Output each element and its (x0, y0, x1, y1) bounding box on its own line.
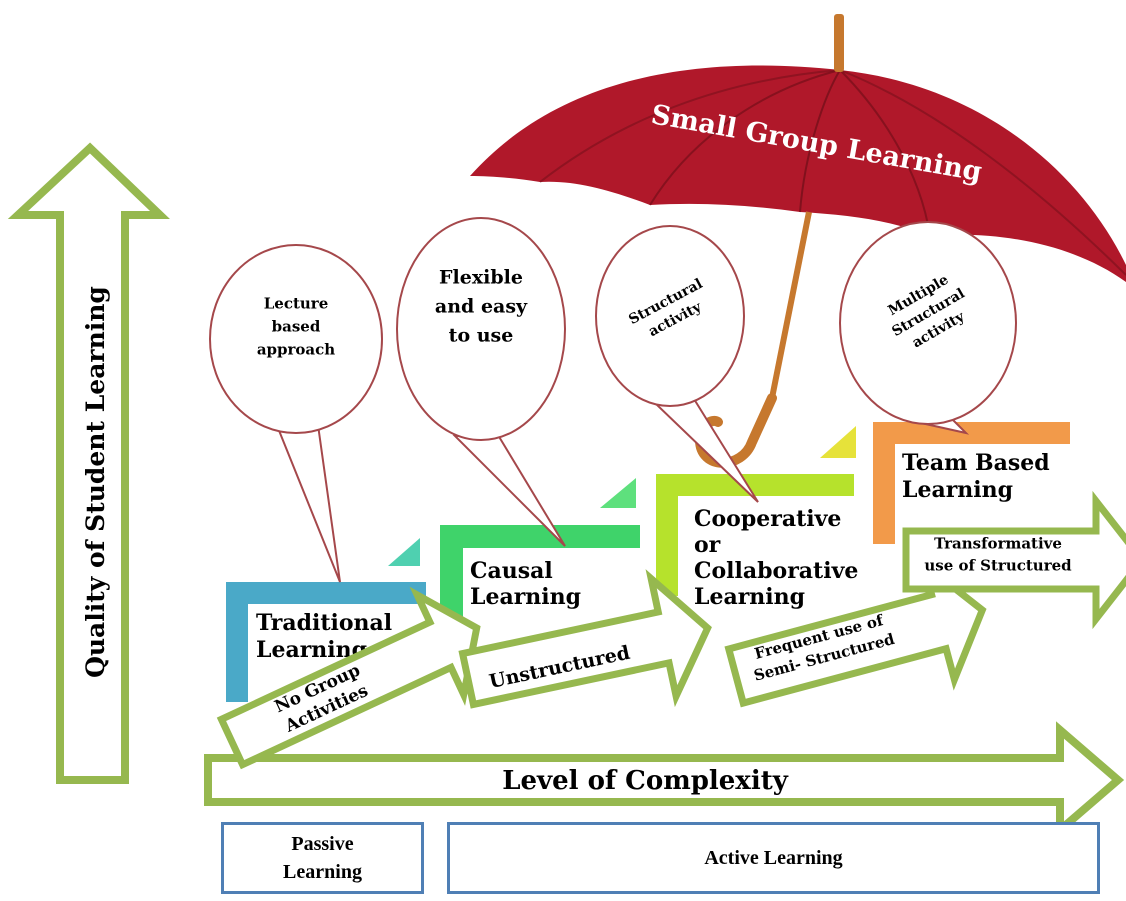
umbrella-rib (839, 69, 931, 237)
passive-learning-line-1: Passive (291, 833, 354, 855)
speech-bubble-body-2 (396, 217, 566, 441)
umbrella-rib (839, 69, 1126, 276)
step-arrow-label-4-line: use of Structured (924, 556, 1072, 574)
umbrella-rib (799, 69, 841, 213)
step-label-3-line: or (694, 532, 721, 558)
step-triangle-2 (600, 478, 636, 508)
passive-learning-box: Passive Learning (221, 822, 424, 894)
speech-bubble-label-2-line: and easy (435, 296, 528, 318)
umbrella-shaft (769, 211, 812, 399)
speech-bubble-label-1-line: approach (257, 340, 335, 358)
quality-axis-arrow (7, 142, 170, 784)
step-arrow-2: Unstructured (458, 569, 712, 709)
step-bracket-4 (873, 422, 1070, 544)
step-arrow-shape-2 (458, 569, 712, 709)
speech-bubble-body-4 (839, 221, 1017, 425)
step-label-4-line: Learning (902, 477, 1013, 503)
speech-bubble-body-3 (595, 225, 745, 407)
umbrella-rib (539, 69, 841, 183)
speech-bubbles: Lecture based approach Flexible and easy to u… (209, 217, 1017, 583)
step-label-3-line: Collaborative (694, 558, 858, 584)
complexity-axis-label: Level of Complexity (502, 766, 789, 796)
step-label-2-line: Causal (470, 558, 553, 584)
speech-bubble-label-2-line: Flexible (439, 267, 523, 289)
speech-bubble-tail-1 (276, 423, 341, 583)
speech-bubble-label-1-line: based (272, 317, 321, 335)
speech-bubble-label-2: Flexible and easy to use (435, 267, 528, 347)
umbrella-tip (834, 14, 844, 72)
umbrella-canopy (470, 65, 1126, 282)
step-label-4-line: Team Based (902, 450, 1050, 476)
step-triangle-3 (820, 426, 856, 458)
active-learning-label: Active Learning (704, 846, 843, 869)
quality-axis-label: Quality of Student Learning (81, 286, 110, 678)
step-arrow-4: Transformative use of Structured (902, 490, 1126, 630)
speech-bubble-3: Structuralactivity (595, 225, 759, 503)
speech-bubble-label-1-line: Lecture (264, 294, 329, 312)
step-arrow-label-4: Transformative use of Structured (924, 534, 1072, 574)
step-triangle-1 (388, 538, 420, 566)
active-learning-box: Active Learning (447, 822, 1100, 894)
speech-bubble-label-1: Lecture based approach (257, 294, 335, 358)
speech-bubble-label-2-line: to use (449, 325, 514, 347)
step-label-1-line: Traditional (256, 610, 392, 636)
complexity-axis-arrow (204, 721, 1125, 839)
step-bracket-3 (656, 474, 854, 596)
step-label-3-line: Learning (694, 584, 805, 610)
step-arrow-shape-4 (902, 490, 1126, 630)
umbrella: Small Group Learning (470, 14, 1126, 468)
passive-learning-line-2: Learning (283, 861, 362, 883)
speech-bubble-1: Lecture based approach (209, 244, 383, 583)
speech-bubble-2: Flexible and easy to use (396, 217, 566, 547)
step-triangles (388, 426, 856, 566)
umbrella-rib (649, 69, 841, 206)
step-label-3-line: Cooperative (694, 506, 841, 532)
step-label-2-line: Learning (470, 584, 581, 610)
speech-bubble-4: MultipleStructuralactivity (839, 221, 1017, 435)
step-arrow-label-4-line: Transformative (934, 534, 1062, 552)
speech-bubble-body-1 (209, 244, 383, 434)
step-bracket-1 (226, 582, 426, 702)
